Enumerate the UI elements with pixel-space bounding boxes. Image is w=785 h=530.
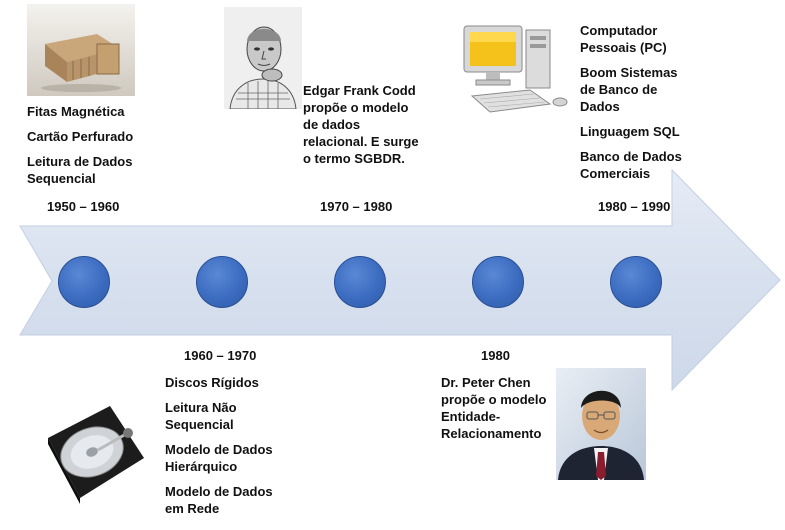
period-label-1970-1980: 1970 – 1980 bbox=[320, 199, 393, 214]
milestone-item: Leitura Não Sequencial bbox=[165, 400, 237, 432]
peter-chen-portrait-icon bbox=[556, 368, 646, 480]
edgar-codd-portrait-icon bbox=[224, 7, 302, 109]
period-label-1960-1970: 1960 – 1970 bbox=[184, 348, 257, 363]
milestones-1980-1990: Computador Pessoais (PC) Boom Sistemas d… bbox=[580, 22, 690, 190]
milestone-item: Fitas Magnética bbox=[27, 104, 125, 119]
magnetic-tape-icon bbox=[27, 4, 135, 96]
timeline-dot-1970 bbox=[334, 256, 386, 308]
period-label-1950-1960: 1950 – 1960 bbox=[47, 199, 120, 214]
milestone-item: Banco de Dados Comerciais bbox=[580, 149, 682, 181]
milestone-item: Cartão Perfurado bbox=[27, 129, 134, 144]
milestone-item: Modelo de Dados Hierárquico bbox=[165, 442, 273, 474]
milestones-1970-1980: Edgar Frank Codd propõe o modelo de dado… bbox=[303, 82, 421, 175]
timeline-dot-1950 bbox=[58, 256, 110, 308]
personal-computer-icon bbox=[460, 20, 575, 120]
period-label-1980-1990: 1980 – 1990 bbox=[598, 199, 671, 214]
milestone-item: Linguagem SQL bbox=[580, 124, 680, 139]
timeline-dot-1990 bbox=[610, 256, 662, 308]
milestones-1950-1960: Fitas Magnética Cartão Perfurado Leitura… bbox=[27, 103, 147, 195]
milestone-item: Computador Pessoais (PC) bbox=[580, 23, 667, 55]
timeline-dot-1960 bbox=[196, 256, 248, 308]
milestone-item: Leitura de Dados Sequencial bbox=[27, 154, 133, 186]
milestone-item: Edgar Frank Codd propõe o modelo de dado… bbox=[303, 83, 419, 166]
period-label-1980: 1980 bbox=[481, 348, 510, 363]
milestones-1980: Dr. Peter Chen propõe o modelo Entidade-… bbox=[441, 374, 556, 450]
milestones-1960-1970: Discos Rígidos Leitura Não Sequencial Mo… bbox=[165, 374, 290, 525]
milestone-item: Discos Rígidos bbox=[165, 375, 259, 390]
hard-disk-icon bbox=[40, 398, 148, 504]
timeline-dot-1980 bbox=[472, 256, 524, 308]
milestone-item: Boom Sistemas de Banco de Dados bbox=[580, 65, 678, 114]
milestone-item: Dr. Peter Chen propõe o modelo Entidade-… bbox=[441, 375, 547, 441]
milestone-item: Modelo de Dados em Rede bbox=[165, 484, 273, 516]
